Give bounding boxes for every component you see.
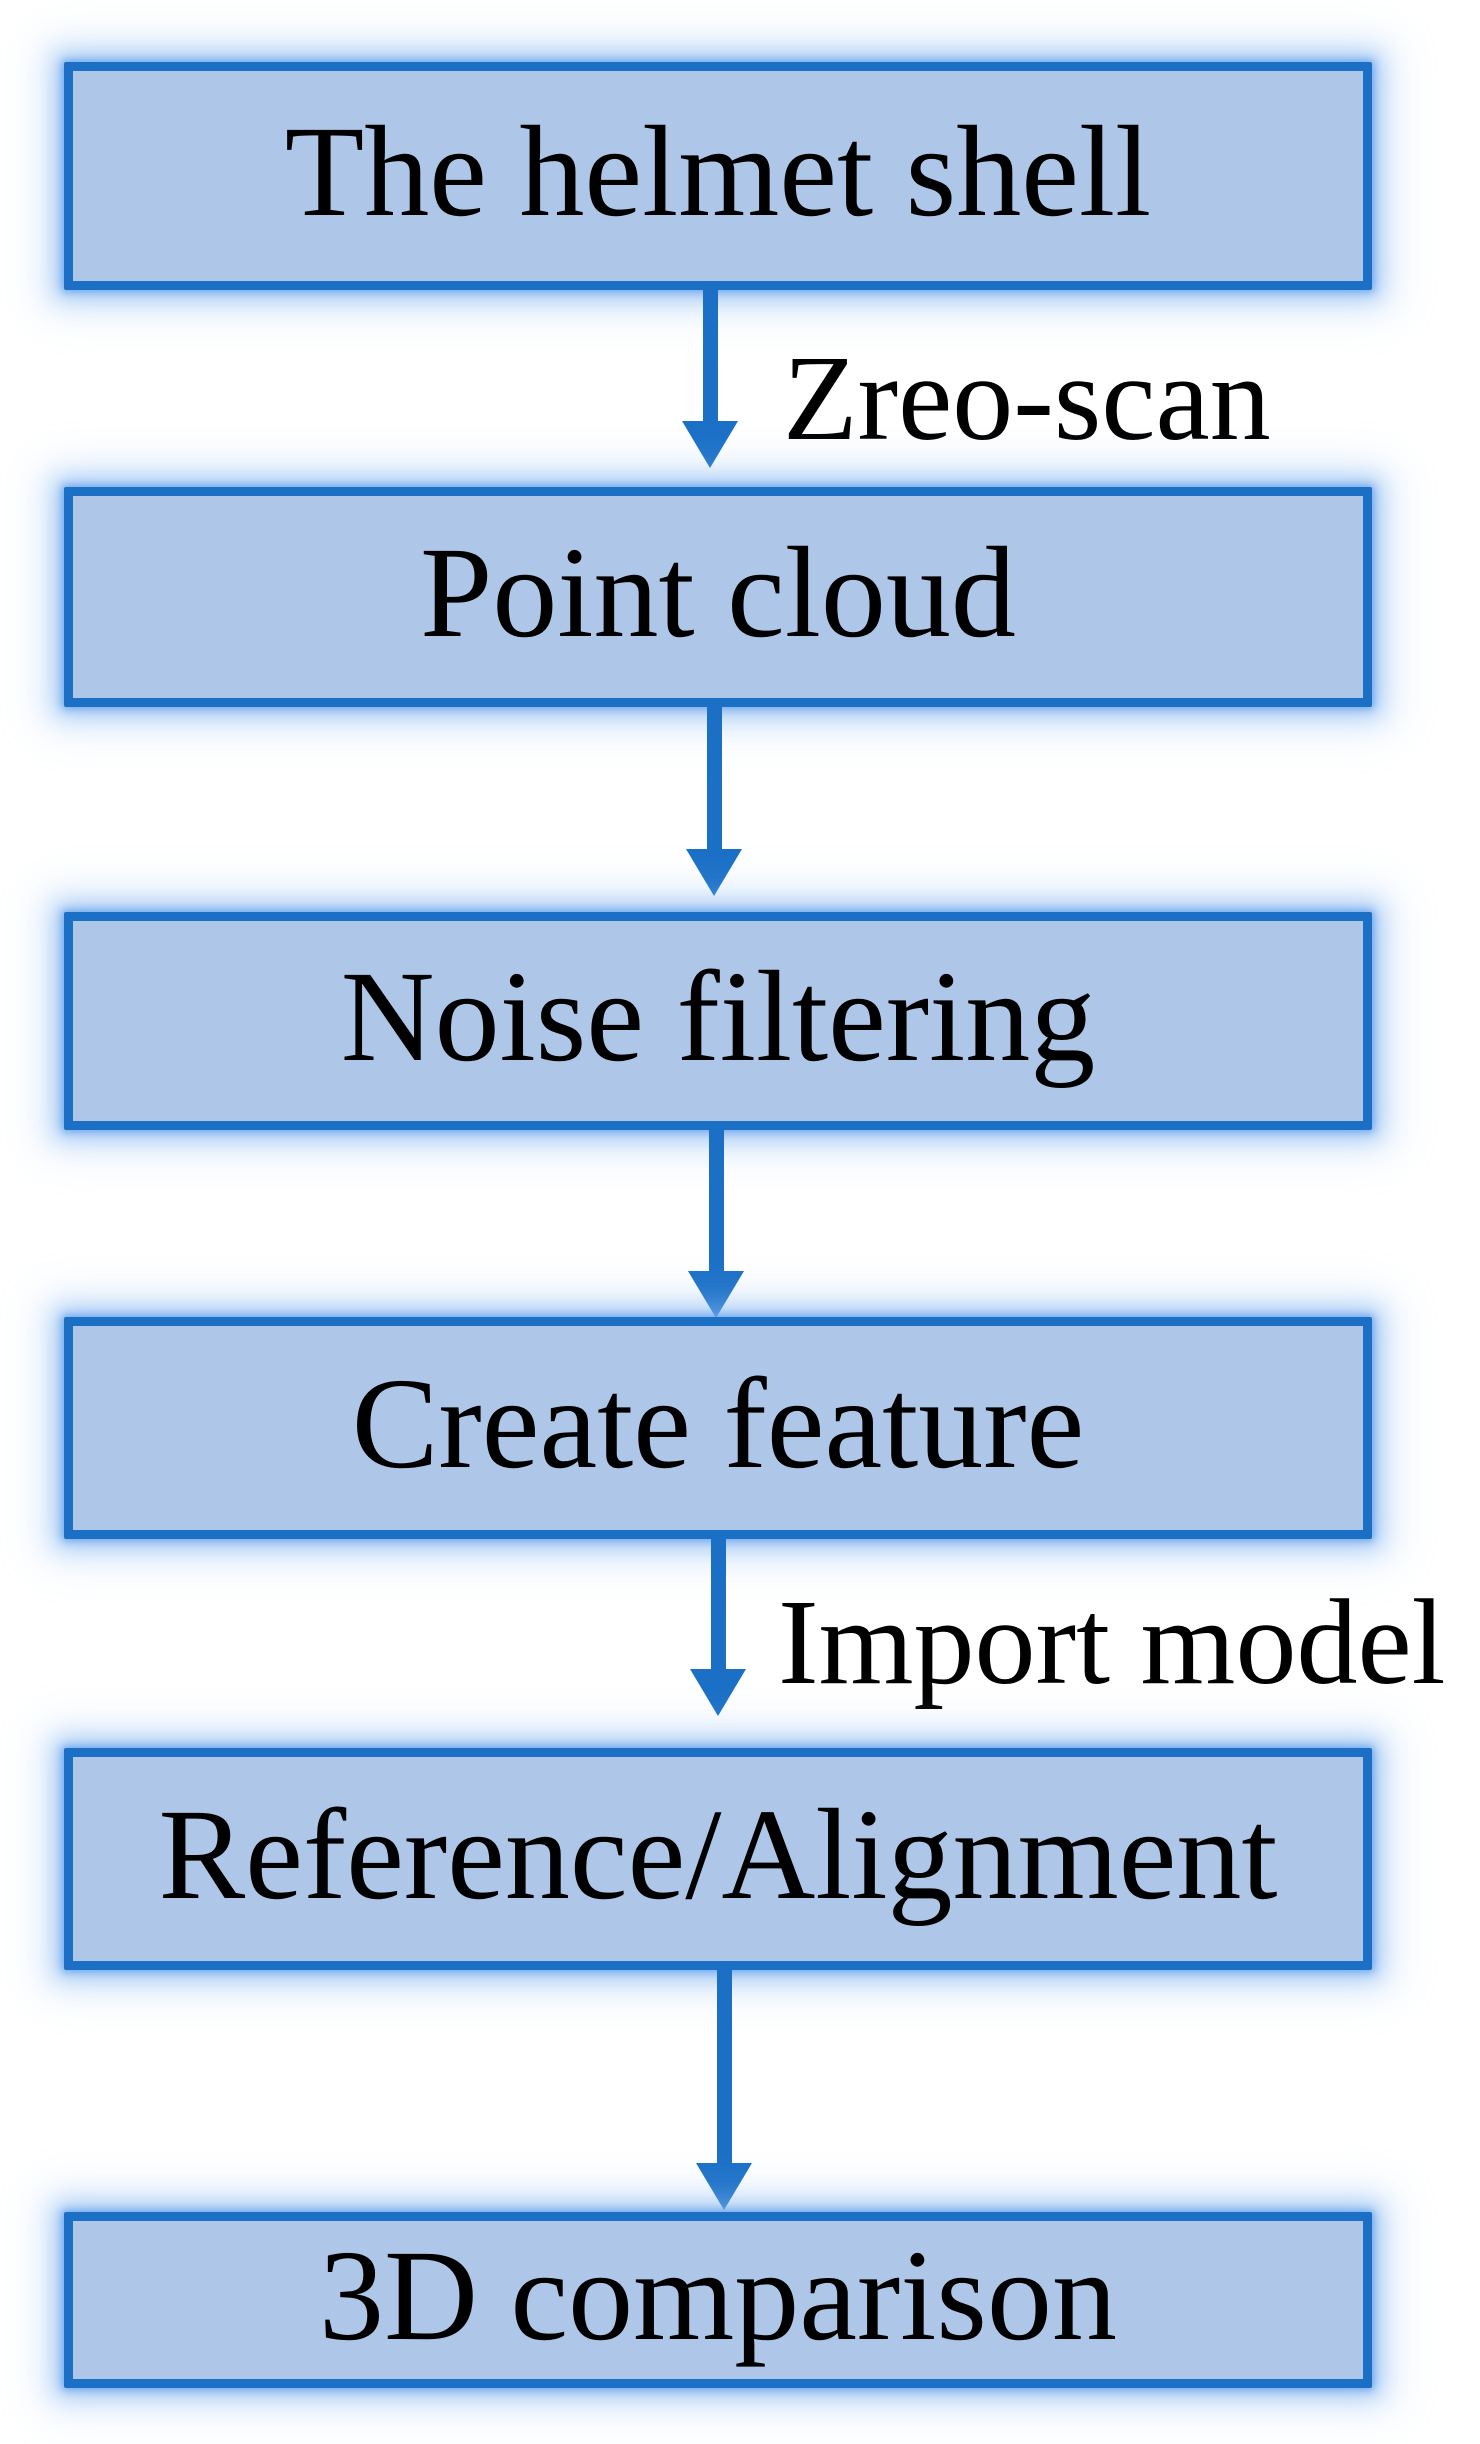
flow-arrow-3 <box>687 1128 745 1318</box>
flow-node-label: 3D comparison <box>319 2224 1117 2368</box>
flow-node-reference-alignment: Reference/Alignment <box>64 1748 1372 1970</box>
flow-node-noise-filtering: Noise filtering <box>64 912 1372 1130</box>
flow-node-create-feature: Create feature <box>64 1317 1372 1539</box>
arrow-head-icon <box>696 2163 752 2210</box>
flow-node-3d-comparison: 3D comparison <box>64 2212 1372 2388</box>
flow-node-helmet-shell: The helmet shell <box>64 62 1372 290</box>
flow-node-label: Reference/Alignment <box>158 1783 1278 1927</box>
arrow-shaft <box>702 288 718 426</box>
arrow-shaft <box>716 1968 732 2168</box>
flow-node-label: Point cloud <box>420 521 1016 665</box>
edge-label-zreo-scan: Zreo-scan <box>783 331 1271 466</box>
flow-arrow-1 <box>681 288 739 468</box>
edge-label-import-model: Import model <box>778 1575 1446 1710</box>
arrow-shaft <box>710 1537 726 1674</box>
flow-node-label: The helmet shell <box>284 100 1152 244</box>
arrow-head-icon <box>682 421 738 468</box>
arrow-shaft <box>706 705 722 854</box>
flow-arrow-4 <box>689 1537 747 1716</box>
flow-arrow-5 <box>695 1968 753 2210</box>
flow-node-label: Noise filtering <box>340 945 1096 1089</box>
arrow-shaft <box>708 1128 724 1276</box>
arrow-head-icon <box>690 1669 746 1716</box>
flow-node-point-cloud: Point cloud <box>64 487 1372 707</box>
flow-node-label: Create feature <box>351 1352 1085 1496</box>
arrow-head-icon <box>686 849 742 896</box>
flow-arrow-2 <box>685 705 743 896</box>
arrow-head-icon <box>688 1271 744 1318</box>
